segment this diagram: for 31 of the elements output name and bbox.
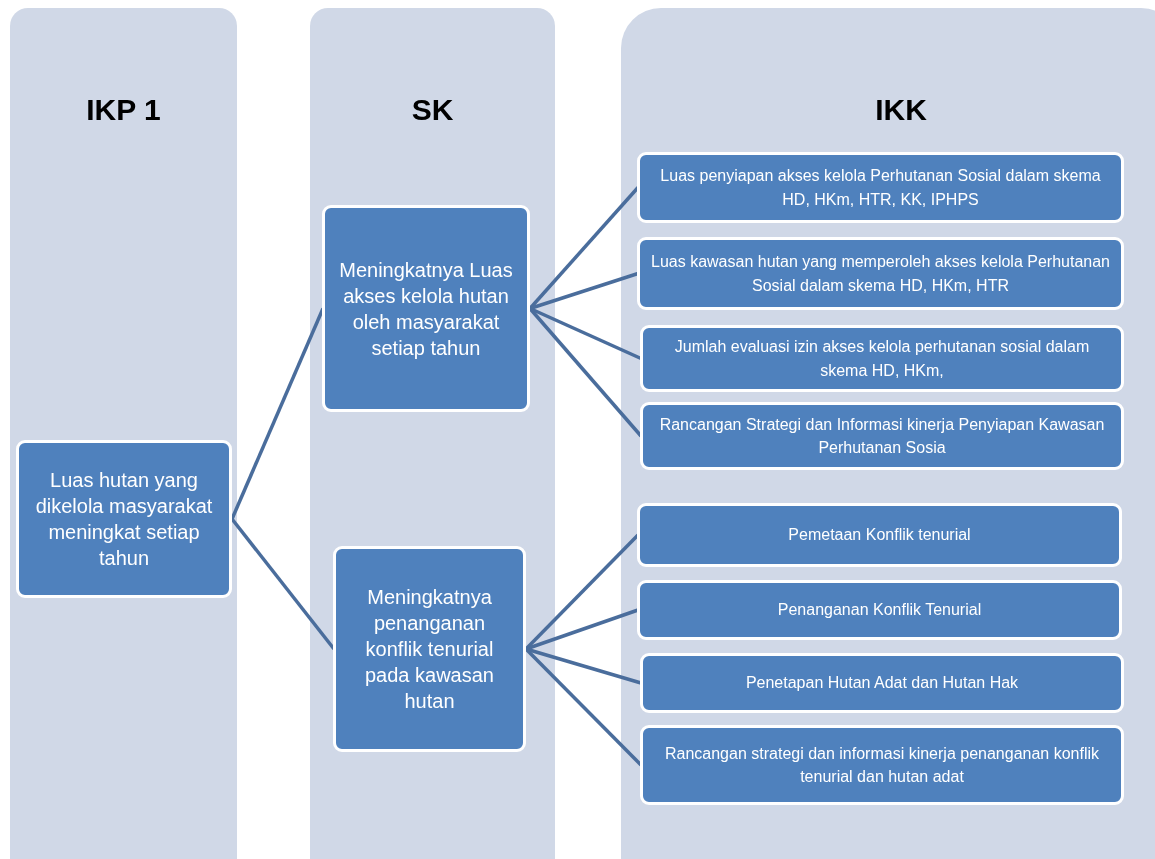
box-text: Jumlah evaluasi izin akses kelola perhutanan sosial dalam skema HD, HKm, [673, 337, 1091, 381]
box-text: Meningkatnya Luas akses kelola hutan oleh masyarakat setiap tahun [338, 257, 514, 361]
process-box [637, 237, 1124, 310]
connector-line [528, 307, 643, 438]
process-box [322, 205, 530, 412]
column-band [621, 8, 1155, 859]
process-box [637, 503, 1122, 567]
box-text: Rancangan Strategi dan Informasi kinerja Penyiapan Kawasan Perhutanan Sosia [658, 414, 1106, 458]
column-band [310, 8, 555, 859]
box-text: Penanganan Konflik Tenurial [777, 600, 982, 621]
connector-line [230, 307, 325, 520]
box-text: Penetapan Hutan Adat dan Hutan Hak [745, 673, 1019, 694]
column-heading: IKK [874, 93, 928, 127]
box-text: Luas hutan yang dikelola masyarakat meningkat setiap tahun [34, 468, 214, 571]
process-box [640, 653, 1124, 713]
box-text: Rancangan strategi dan informasi kinerja penanganan konflik tenurial dan hutan adat [663, 743, 1101, 787]
box-text: Pemetaan Konflik tenurial [788, 525, 971, 546]
box-text: Luas penyiapan akses kelola Perhutanan Sosial dalam skema HD, HKm, HTR, KK, IPHPS [659, 166, 1102, 210]
column-band [10, 8, 237, 859]
process-box [16, 440, 232, 598]
process-box [637, 580, 1122, 640]
box-text: Meningkatnya penanganan konflik tenurial pada kawasan hutan [364, 585, 495, 714]
box-text: Luas kawasan hutan yang memperoleh akses kelola Perhutanan Sosial dalam skema HD, HKm, HTR [650, 252, 1111, 296]
column-heading: IKP 1 [85, 93, 162, 127]
column-heading: SK [410, 93, 455, 127]
process-box [637, 152, 1124, 223]
process-box [640, 402, 1124, 470]
process-box [333, 546, 526, 752]
process-box [640, 725, 1124, 805]
connector-line [230, 517, 336, 651]
process-box [640, 325, 1124, 392]
